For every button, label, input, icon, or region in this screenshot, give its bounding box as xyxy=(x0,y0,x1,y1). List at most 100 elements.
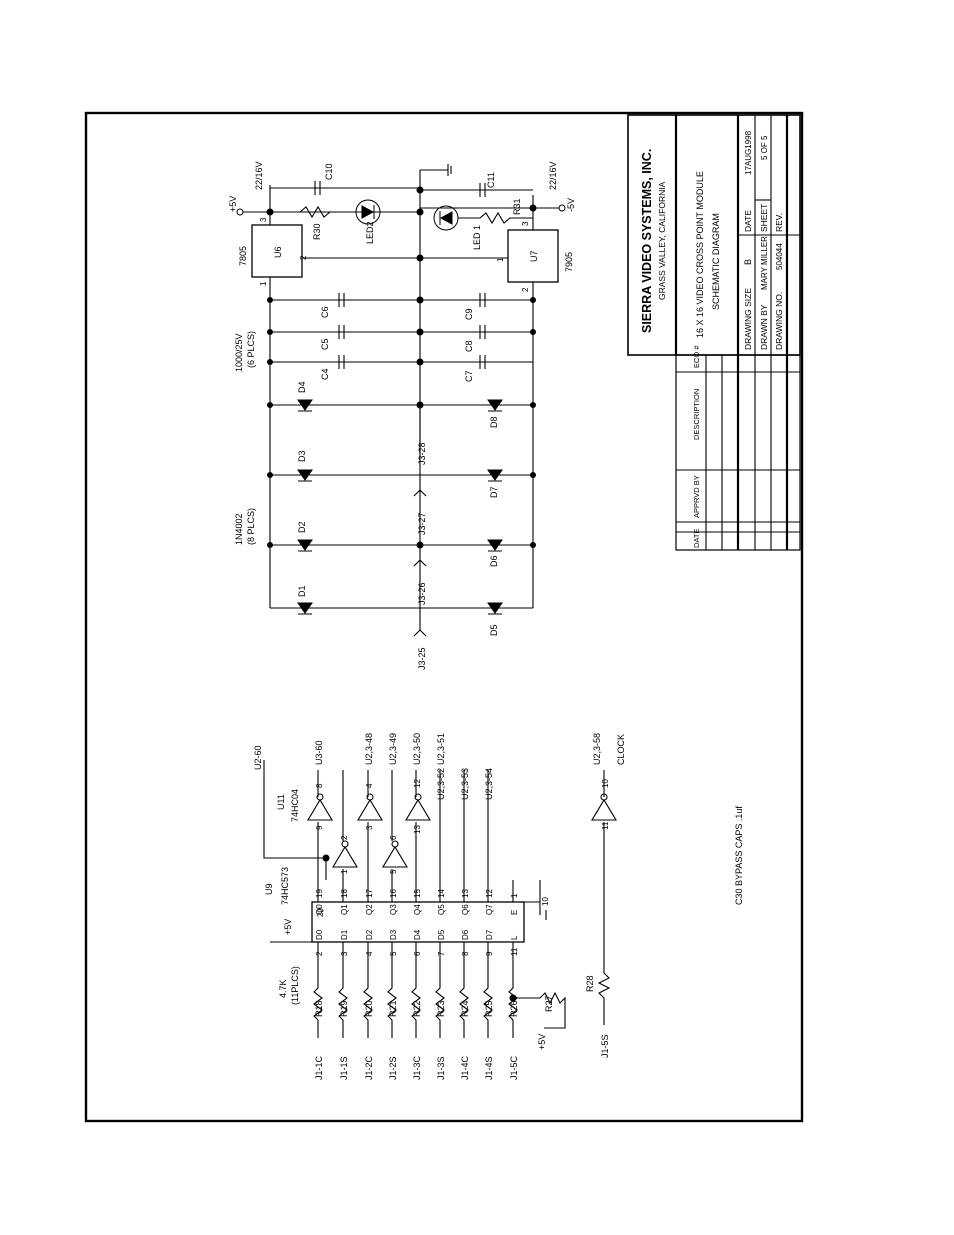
rev-label: REV. xyxy=(774,213,784,232)
inverter-b xyxy=(332,845,358,868)
label-c6: C6 xyxy=(320,306,330,318)
u9-out-q5: Q5 xyxy=(437,904,446,915)
output-u23-52: U2,3-52 xyxy=(436,768,446,800)
u9-in-d0: D0 xyxy=(315,929,324,940)
diode-d2 xyxy=(297,539,313,552)
u9-in-d5: D5 xyxy=(437,929,446,940)
label-j1-4s: J1-4S xyxy=(484,1056,494,1080)
resistor-r22 xyxy=(411,942,421,1021)
led2 xyxy=(355,199,381,225)
label-u9-part: 74HC573 xyxy=(280,867,290,905)
u9-in-pin-11: 11 xyxy=(510,947,519,956)
u9-out-pin-1: 1 xyxy=(510,893,519,898)
label-u9: U9 xyxy=(264,883,274,895)
output-u23-51: U2,3-51 xyxy=(436,733,446,765)
u9-out-pin-14: 14 xyxy=(437,889,446,898)
output-u23-54: U2,3-54 xyxy=(484,768,494,800)
inverter-a xyxy=(307,798,333,821)
output-u23-48: U2,3-48 xyxy=(364,733,374,765)
label-c11: C11 xyxy=(486,172,496,188)
label-d2: D2 xyxy=(297,521,307,533)
resistor-r20 xyxy=(363,942,373,1021)
title-block: SIERRA VIDEO SYSTEMS, INC. GRASS VALLEY,… xyxy=(627,114,801,551)
label-clock: CLOCK xyxy=(616,734,626,765)
u11-pin-f-out: 10 xyxy=(601,779,610,788)
label-u7-part: 7905 xyxy=(564,252,574,272)
diode-d4 xyxy=(297,399,313,412)
power-section: D1 D2 D3 D4 D5 D6 D7 D8 1N4002 (8 PLCS) … xyxy=(228,161,576,670)
drawing-title-line1: 16 X 16 VIDEO CROSS POINT MODULE xyxy=(695,171,705,338)
label-d7: D7 xyxy=(489,486,499,498)
u9-in-pin-7: 7 xyxy=(437,951,446,956)
u9-pins: 2D0Q0193D1Q1184D2Q2175D3Q3166D4Q4157D5Q5… xyxy=(315,880,519,956)
label-j1-3s: J1-3S xyxy=(436,1056,446,1080)
regulator-u6 xyxy=(251,224,303,278)
label-r27-plus5v: +5V xyxy=(537,1034,547,1050)
u9-out-q6: Q6 xyxy=(461,904,470,915)
drawn-by-label: DRAWN BY xyxy=(759,304,769,350)
u9-in-pin-4: 4 xyxy=(365,951,374,956)
label-r27: R27 xyxy=(544,995,554,1012)
label-plus5v: +5V xyxy=(228,196,238,212)
label-d6: D6 xyxy=(489,555,499,567)
j1-input-rows: J1-1CR18J1-1SR19J1-2CR20J1-2SR21J1-3CR22… xyxy=(313,942,519,1080)
u9-out-q2: Q2 xyxy=(365,904,374,915)
label-c11-rating: 22/16V xyxy=(548,161,558,190)
label-j3-27: J3-27 xyxy=(417,512,427,535)
company-name: SIERRA VIDEO SYSTEMS, INC. xyxy=(640,149,654,333)
label-c4: C4 xyxy=(320,368,330,380)
label-j1-1c: J1-1C xyxy=(314,1055,324,1080)
minus5v-terminal xyxy=(558,204,566,212)
label-j1-2s: J1-2S xyxy=(388,1056,398,1080)
u9-in-l: L xyxy=(510,935,519,940)
label-r21: R21 xyxy=(388,1000,398,1017)
label-u11-part: 74HC04 xyxy=(290,789,300,822)
plus5v-terminal xyxy=(236,208,244,216)
label-j3-25: J3-25 xyxy=(417,647,427,670)
caps-bottom xyxy=(479,293,486,369)
label-u11: U11 xyxy=(276,794,286,810)
label-led1: LED 1 xyxy=(472,225,482,250)
label-u6: U6 xyxy=(273,246,283,258)
u9-vcc-pin: 20 xyxy=(316,908,325,917)
diode-d7 xyxy=(487,469,503,482)
rev-table-description-header: DESCRIPTION xyxy=(692,389,701,440)
label-u6-part: 7805 xyxy=(238,246,248,266)
u9-in-d1: D1 xyxy=(340,929,349,940)
drawn-by-value: MARY MILLER xyxy=(760,236,769,290)
u11-pin-f-in: 11 xyxy=(601,821,610,830)
u7-pin3: 3 xyxy=(521,221,530,226)
label-j1-5s: J1-5S xyxy=(600,1034,610,1058)
caps-top xyxy=(338,293,345,369)
sheet-label: SHEET xyxy=(759,204,769,232)
u6-pin3: 3 xyxy=(259,217,268,222)
inverter-c xyxy=(357,798,383,821)
u9-in-pin-6: 6 xyxy=(413,951,422,956)
resistor-r24 xyxy=(459,942,469,1021)
label-clock-net: U2,3-58 xyxy=(592,733,602,765)
date-value: 17AUG1998 xyxy=(744,130,753,175)
company-location: GRASS VALLEY, CALIFORNIA xyxy=(657,181,667,300)
u9-out-q0: Q0 xyxy=(315,904,324,915)
rev-table-apprvd-header: APPRVD BY xyxy=(692,475,701,518)
drawing-no-value: 504044 xyxy=(775,243,784,270)
label-d8: D8 xyxy=(489,416,499,428)
date-label: DATE xyxy=(743,210,753,232)
u9-in-pin-8: 8 xyxy=(461,951,470,956)
u9-out-pin-13: 13 xyxy=(461,889,470,898)
resistor-r23 xyxy=(435,942,445,1021)
u9-out-pin-19: 19 xyxy=(315,889,324,898)
output-u23-49: U2,3-49 xyxy=(388,733,398,765)
label-r31: R31 xyxy=(512,198,522,215)
label-d3: D3 xyxy=(297,450,307,462)
logic-section: 4.7K (11PLCS) J1-1CR18J1-1SR19J1-2CR20J1… xyxy=(253,733,744,1080)
drawing-size-label: DRAWING SIZE xyxy=(743,288,753,350)
label-d4: D4 xyxy=(297,381,307,393)
u9-out-pin-18: 18 xyxy=(340,889,349,898)
label-j1-3c: J1-3C xyxy=(412,1055,422,1080)
diode-count: (8 PLCS) xyxy=(246,508,256,545)
label-r26: R26 xyxy=(509,1000,519,1017)
label-led2: LED2 xyxy=(365,221,375,244)
power-junctions xyxy=(266,186,537,549)
